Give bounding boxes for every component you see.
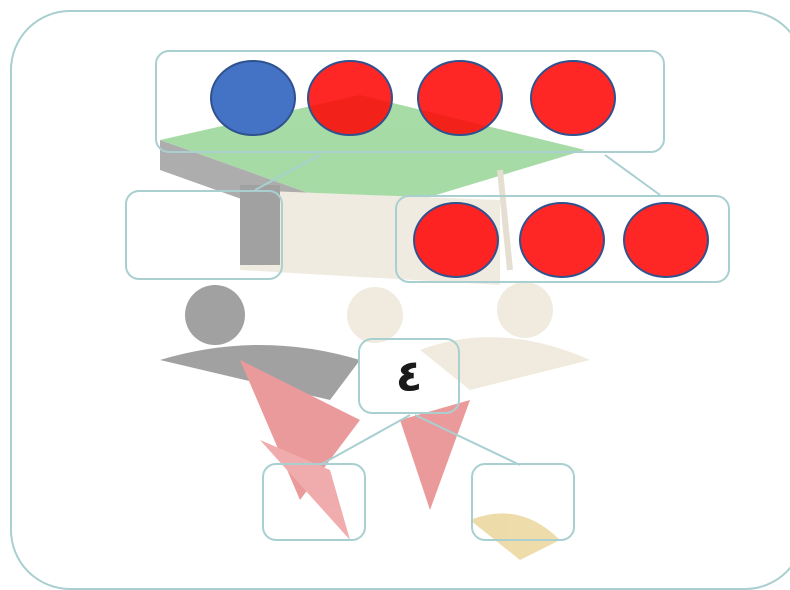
counter-red: [414, 203, 498, 277]
counters: [0, 0, 790, 568]
counter-red: [520, 203, 604, 277]
number-bond-slide: ٤: [0, 0, 790, 568]
whole-number: ٤: [358, 338, 460, 414]
counter-row-top: [211, 61, 615, 135]
counter-red: [308, 61, 392, 135]
counter-row-right: [414, 203, 708, 277]
counter-red: [624, 203, 708, 277]
counter-red: [418, 61, 502, 135]
counter-red: [531, 61, 615, 135]
counter-blue: [211, 61, 295, 135]
